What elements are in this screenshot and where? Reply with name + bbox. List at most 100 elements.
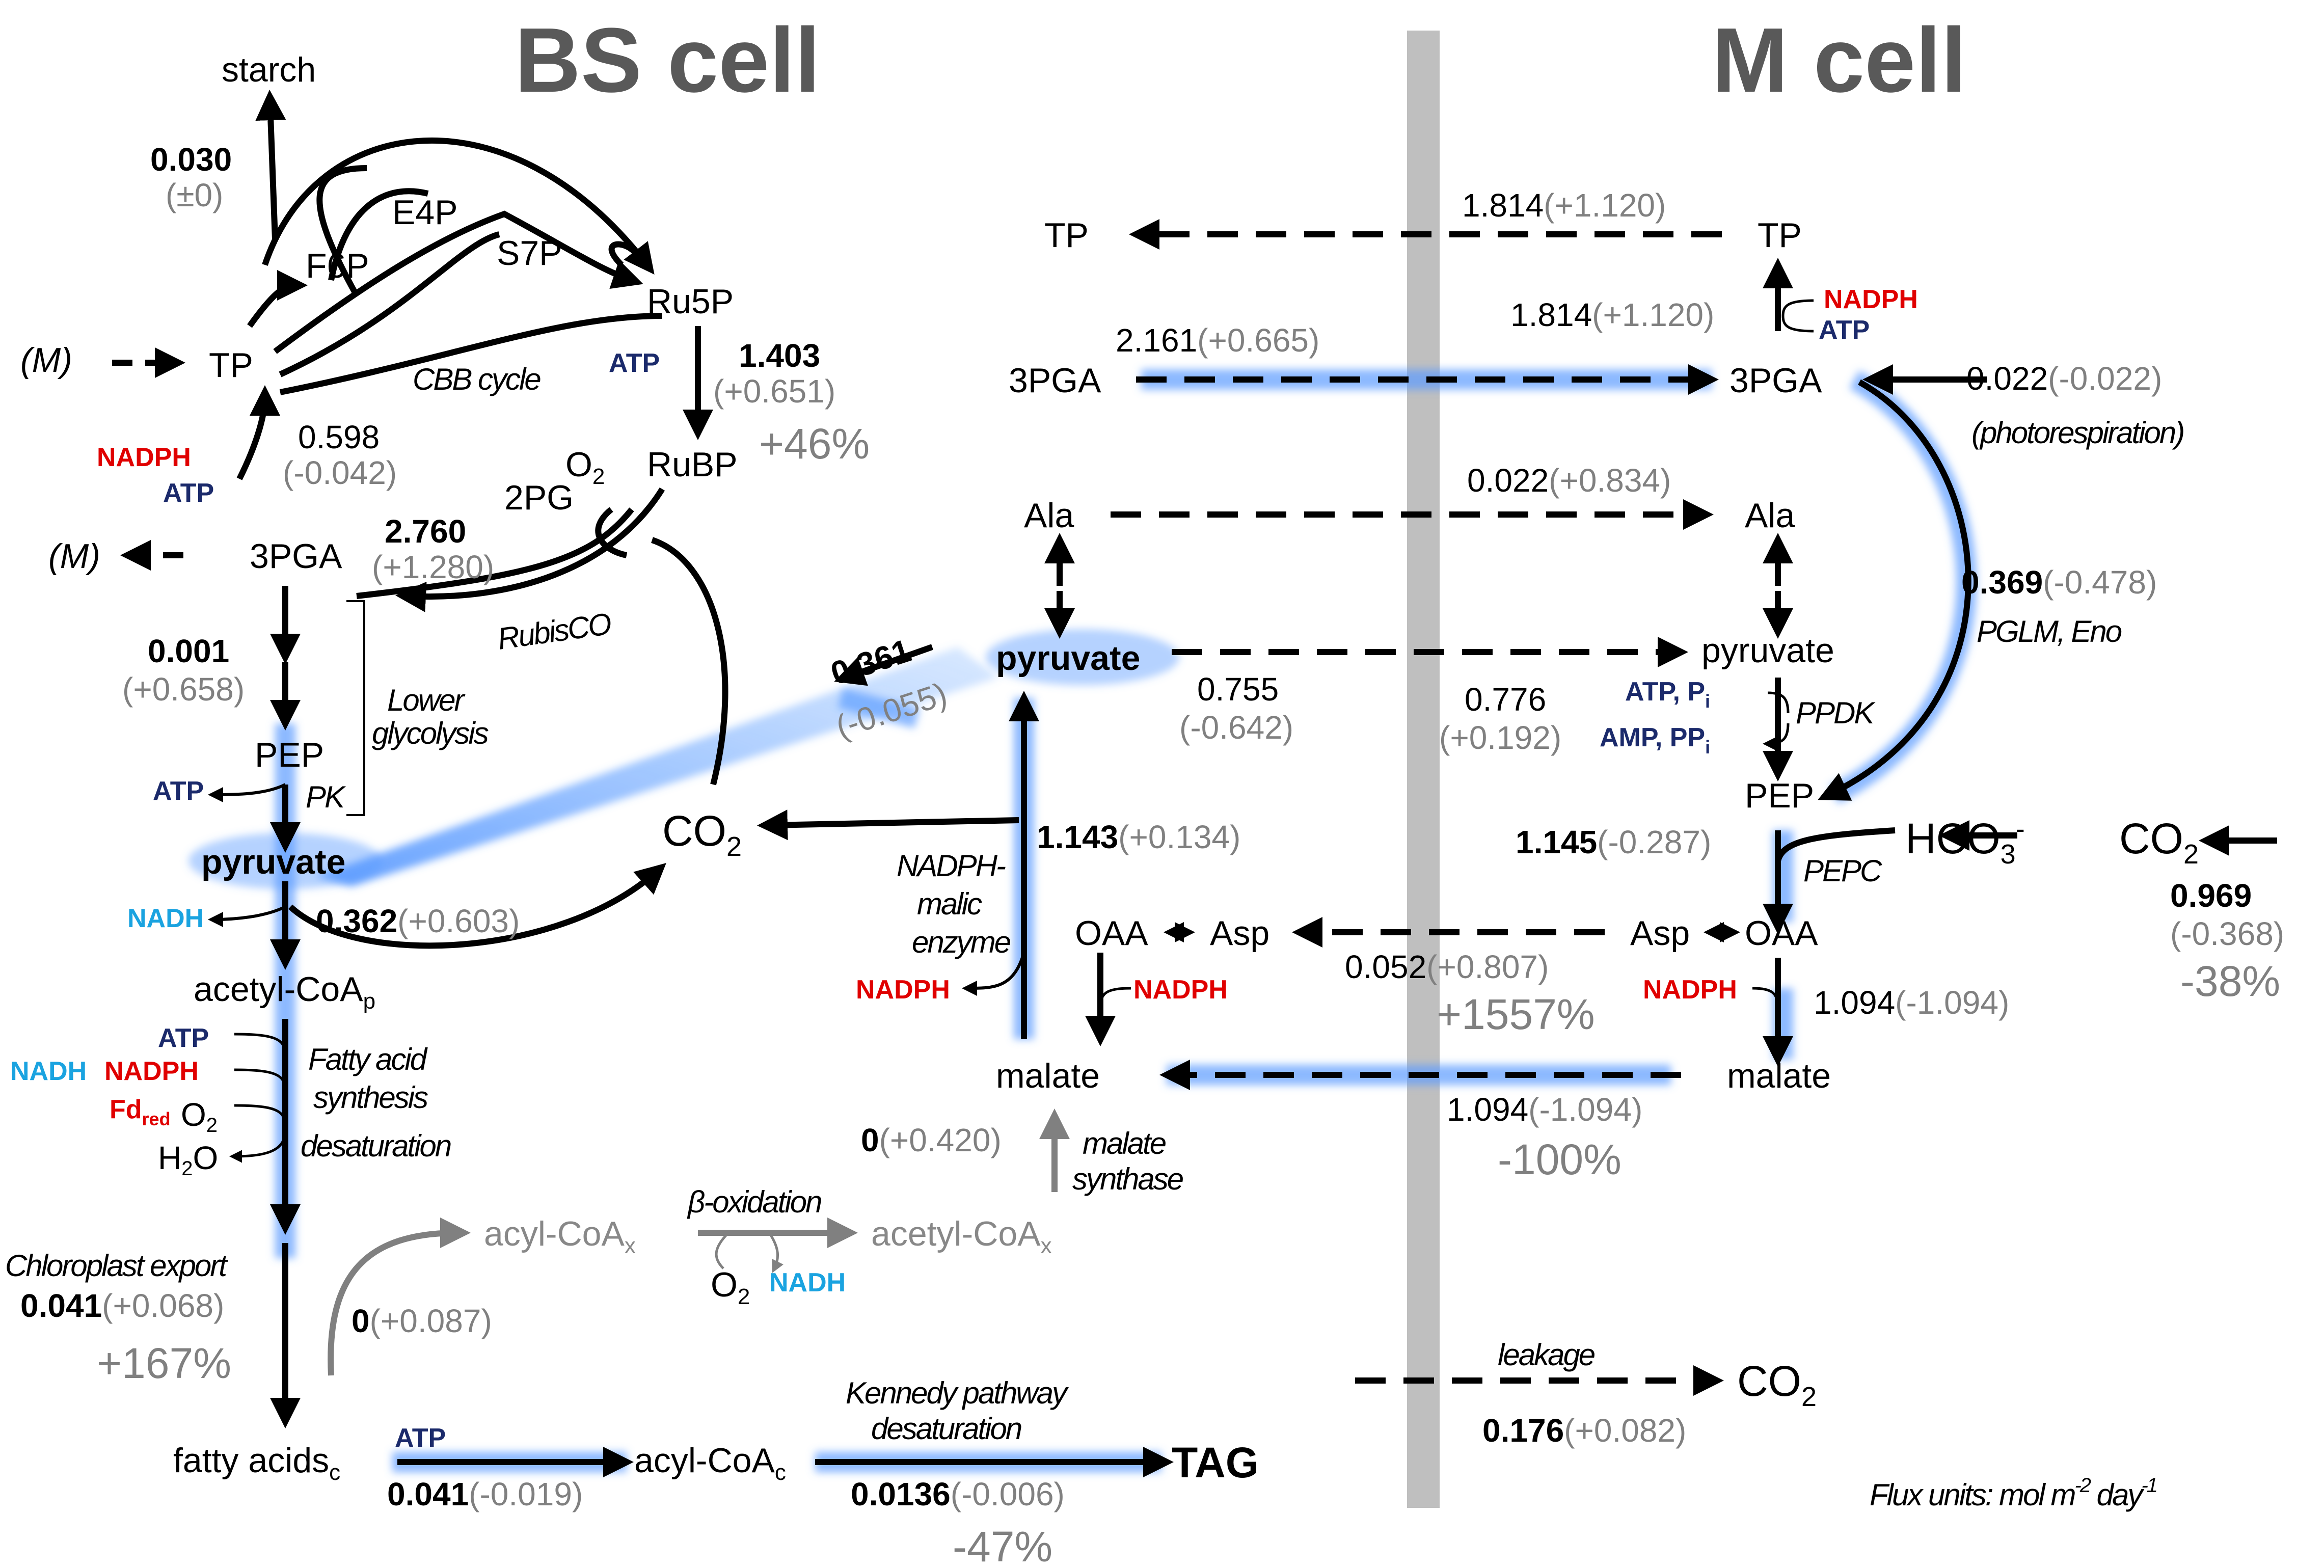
flux-pga-tp-delta: (-0.042) <box>283 454 397 491</box>
flux-tag-pct: -47% <box>953 1523 1052 1568</box>
atp-cbb-label: ATP <box>163 478 214 508</box>
pyruvate-mid-glow <box>986 629 1179 685</box>
atp-pk-label: ATP <box>153 776 204 806</box>
3pga-m-left-label: 3PGA <box>1009 361 1101 400</box>
fas-label-1: Fatty acid <box>308 1042 428 1076</box>
pk-label: PK <box>306 780 346 814</box>
pep-m-label: PEP <box>1745 776 1814 815</box>
nadh-beta-label: NADH <box>769 1268 846 1297</box>
flux-co2-in-delta: (-0.368) <box>2170 915 2284 952</box>
m-labels: pyruvate NADPH- malic enzyme OAA Asp mal… <box>897 216 2199 1512</box>
beta-oxidation-label: β-oxidation <box>687 1185 821 1219</box>
flux-ms: 0(+0.420) <box>861 1122 1002 1158</box>
flux-units-label: Flux units: mol m-2 day-1 <box>1870 1474 2156 1512</box>
acyl-coa-c-label: acyl-CoAc <box>634 1441 786 1485</box>
flux-starch-delta: (±0) <box>166 177 223 213</box>
asp-m-label: Asp <box>1630 914 1690 953</box>
ppdk-label: PPDK <box>1796 696 1876 730</box>
cofactor-labels: NADPH ATP ATP ATP NADH ATP NADH NADPH AT… <box>10 285 1918 1453</box>
flux-rubisco-delta: (+1.280) <box>372 549 494 585</box>
flux-rubp-pct: +46% <box>759 420 870 468</box>
pyruvate-m-label: pyruvate <box>1701 631 1834 670</box>
flux-rubp-delta: (+0.651) <box>713 373 835 410</box>
pep-bs-label: PEP <box>255 736 324 774</box>
malate-mid-label: malate <box>996 1057 1100 1095</box>
acetyl-coa-x-label: acetyl-CoAx <box>871 1214 1052 1258</box>
atp-m-label: ATP <box>1819 315 1870 345</box>
h2o-label: H2O <box>158 1140 218 1180</box>
fatty-acids-label: fatty acidsc <box>173 1441 340 1485</box>
fas-label-3: desaturation <box>301 1129 451 1163</box>
amp-ppi-label: AMP, PPi <box>1600 723 1710 758</box>
m-input-label: (M) <box>20 341 72 380</box>
oaa-m-label: OAA <box>1745 914 1818 953</box>
fd-red-label: Fdred <box>110 1095 171 1129</box>
nadph-fas-label: NADPH <box>104 1057 199 1086</box>
malate-m-label: malate <box>1727 1057 1831 1095</box>
bs-cell-title: BS cell <box>515 9 820 112</box>
ala-left-label: Ala <box>1024 496 1074 535</box>
kennedy-label-2: desaturation <box>871 1412 1021 1446</box>
rubisco-label: RubisCO <box>495 606 613 656</box>
ru5p-label: Ru5P <box>647 282 734 321</box>
m-output-label: (M) <box>48 537 100 576</box>
s7p-label: S7P <box>497 234 562 273</box>
pyruvate-bs-label: pyruvate <box>201 843 345 881</box>
co2-bs-label: CO2 <box>662 807 742 862</box>
cell-boundary <box>1407 31 1440 1508</box>
flux-mal-export-pct: -100% <box>1498 1136 1622 1183</box>
flux-pglm: 0.369(-0.478) <box>1961 564 2157 601</box>
atp-pi-label: ATP, Pi <box>1625 677 1710 712</box>
bs-labels: starch F6P E4P S7P Ru5P TP (M) CBB cycle… <box>5 50 1259 1486</box>
nadph-m-mdh-label: NADPH <box>1643 975 1737 1005</box>
flux-me: 1.143(+0.134) <box>1037 819 1240 855</box>
e4p-label: E4P <box>392 193 458 232</box>
leakage-label: leakage <box>1498 1338 1595 1372</box>
cofactor-arrows <box>229 691 1790 1163</box>
o2-fd-label: O2 <box>181 1096 218 1137</box>
flux-acyl-recycle: 0(+0.087) <box>352 1303 492 1339</box>
o2-beta-label: O2 <box>711 1265 750 1309</box>
flux-photoresp: 0.022(-0.022) <box>1966 360 2162 397</box>
nadp-me-label-1: NADPH- <box>897 849 1006 883</box>
atp-ru5p-label: ATP <box>609 348 660 378</box>
flux-tag: 0.0136(-0.006) <box>851 1476 1065 1512</box>
asp-mid-label: Asp <box>1210 914 1269 953</box>
flux-mdh: 1.094(-1.094) <box>1814 984 2009 1021</box>
atp-acs-label: ATP <box>395 1423 446 1453</box>
3pga-bs-label: 3PGA <box>250 537 342 576</box>
2pg-label: 2PG <box>504 478 574 517</box>
flux-mal-export: 1.094(-1.094) <box>1447 1091 1642 1128</box>
co2-m-label: CO2 <box>2119 815 2199 870</box>
malate-synthase-label-2: synthase <box>1072 1162 1183 1196</box>
pglm-eno-label: PGLM, Eno <box>1977 614 2122 648</box>
flux-asp-pct: +1557% <box>1437 990 1595 1038</box>
nadp-me-label-2: malic <box>917 887 982 921</box>
pyruvate-bs-glow <box>188 833 382 889</box>
flux-tp-export: 1.814(+1.120) <box>1462 187 1666 224</box>
fas-label-2: synthesis <box>313 1080 428 1115</box>
flux-co2-in-pct: -38% <box>2180 957 2280 1005</box>
lower-glycolysis-label-2: glycolysis <box>372 716 489 750</box>
nadh-pdh-label: NADH <box>127 904 204 933</box>
kennedy-label-1: Kennedy pathway <box>846 1376 1069 1410</box>
flux-glyc-value: 0.001 <box>148 633 229 669</box>
atp-fas-label: ATP <box>158 1023 209 1053</box>
nadph-m-label: NADPH <box>1824 285 1918 314</box>
chloroplast-export-label: Chloroplast export <box>5 1249 228 1283</box>
nadh-fas-label: NADH <box>10 1057 87 1086</box>
acyl-coa-x-label: acyl-CoAx <box>484 1214 636 1258</box>
flux-asp: 0.052(+0.807) <box>1345 949 1549 985</box>
pyruvate-mid-label: pyruvate <box>996 639 1140 678</box>
flux-pyr-ex-value: 0.755 <box>1197 671 1279 708</box>
flux-values: 0.030 (±0) 1.403 (+0.651) +46% 0.598 (-0… <box>20 141 2284 1568</box>
rubp-label: RuBP <box>647 445 738 484</box>
nadph-cbb-label: NADPH <box>97 443 191 472</box>
flux-acs: 0.041(-0.019) <box>387 1476 583 1512</box>
flux-rubp-value: 1.403 <box>739 337 820 374</box>
flux-ppdk-value: 0.776 <box>1465 681 1546 718</box>
co2-leak-label: CO2 <box>1737 1357 1817 1412</box>
nadp-me-label-3: enzyme <box>912 925 1011 959</box>
lower-glycolysis-brace <box>346 600 365 816</box>
tag-label: TAG <box>1172 1439 1259 1486</box>
